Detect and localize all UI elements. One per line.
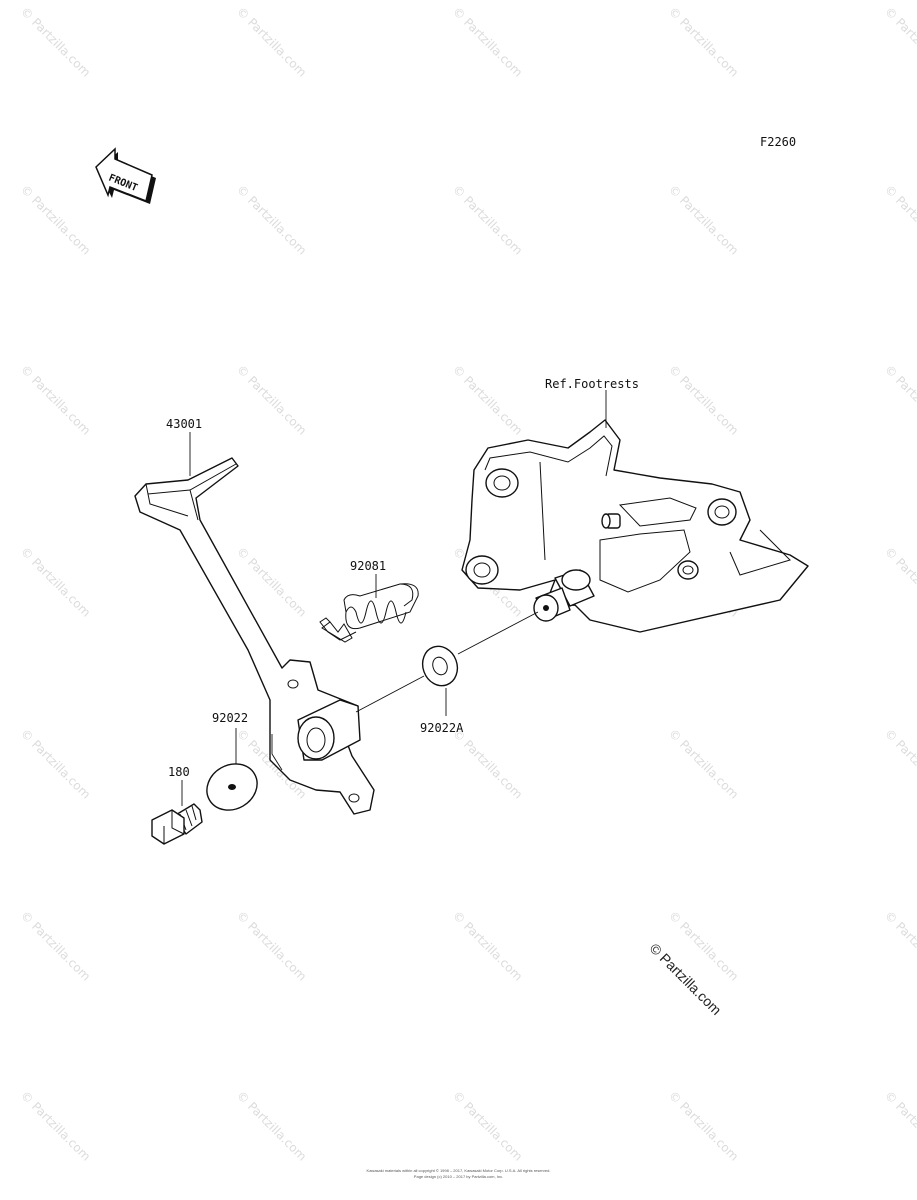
alignment-line bbox=[271, 734, 283, 771]
front-arrow-icon: FRONT bbox=[95, 147, 156, 204]
watermark-text: © Partzilla.com bbox=[18, 362, 93, 437]
bolt-part bbox=[151, 803, 203, 845]
watermark-text: © Partzilla.com bbox=[882, 182, 917, 257]
watermark-text: © Partzilla.com bbox=[234, 908, 309, 983]
watermark-text: © Partzilla.com bbox=[450, 362, 525, 437]
watermark-text: © Partzilla.com bbox=[18, 1088, 93, 1163]
footer-line-1: Kawasaki materials within all copyright … bbox=[366, 1168, 551, 1173]
watermark-text: © Partzilla.com bbox=[882, 4, 917, 79]
watermark-text: © Partzilla.com bbox=[450, 726, 525, 801]
watermark-text: © Partzilla.com bbox=[450, 1088, 525, 1163]
part-label-180: 180 bbox=[168, 765, 190, 779]
watermark-text: © Partzilla.com bbox=[18, 4, 93, 79]
ref-footrests-label: Ref.Footrests bbox=[545, 377, 639, 391]
spring-part bbox=[319, 583, 419, 643]
part-label-92081: 92081 bbox=[350, 559, 386, 573]
watermark-text: © Partzilla.com bbox=[234, 362, 309, 437]
watermark-text: © Partzilla.com bbox=[882, 544, 917, 619]
watermark-text: © Partzilla.com bbox=[18, 726, 93, 801]
watermark-text: © Partzilla.com bbox=[450, 4, 525, 79]
watermark-text: © Partzilla.com bbox=[234, 1088, 309, 1163]
watermark-text: © Partzilla.com bbox=[18, 908, 93, 983]
watermark-text: © Partzilla.com bbox=[882, 726, 917, 801]
washer-92022A-part bbox=[421, 645, 459, 687]
watermark-text: © Partzilla.com bbox=[666, 4, 741, 79]
watermark-text: © Partzilla.com bbox=[882, 362, 917, 437]
watermark-text: © Partzilla.com bbox=[666, 726, 741, 801]
watermark-text: © Partzilla.com bbox=[450, 908, 525, 983]
watermark-text: © Partzilla.com bbox=[234, 182, 309, 257]
watermark-text: © Partzilla.com bbox=[234, 4, 309, 79]
watermark-text: © Partzilla.com bbox=[666, 182, 741, 257]
figure-code: F2260 bbox=[760, 135, 796, 149]
part-label-92022: 92022 bbox=[212, 711, 248, 725]
part-label-92022A: 92022A bbox=[420, 721, 464, 735]
watermark-text: © Partzilla.com bbox=[18, 544, 93, 619]
washer-92022-part bbox=[206, 763, 258, 811]
watermark-text: © Partzilla.com bbox=[882, 1088, 917, 1163]
footer-line-2: Page design (c) 2010 – 2017 by Partzilla… bbox=[413, 1174, 504, 1179]
axis-line-1 bbox=[355, 675, 425, 713]
watermark-text: © Partzilla.com bbox=[882, 908, 917, 983]
brake-pedal-part bbox=[134, 457, 375, 815]
watermark-text: © Partzilla.com bbox=[18, 182, 93, 257]
footrest-bracket bbox=[461, 419, 809, 633]
watermark-text: © Partzilla.com bbox=[450, 182, 525, 257]
part-label-43001: 43001 bbox=[166, 417, 202, 431]
watermark-text: © Partzilla.com bbox=[666, 362, 741, 437]
watermark-text: © Partzilla.com bbox=[666, 1088, 741, 1163]
axis-line-2 bbox=[457, 611, 539, 655]
